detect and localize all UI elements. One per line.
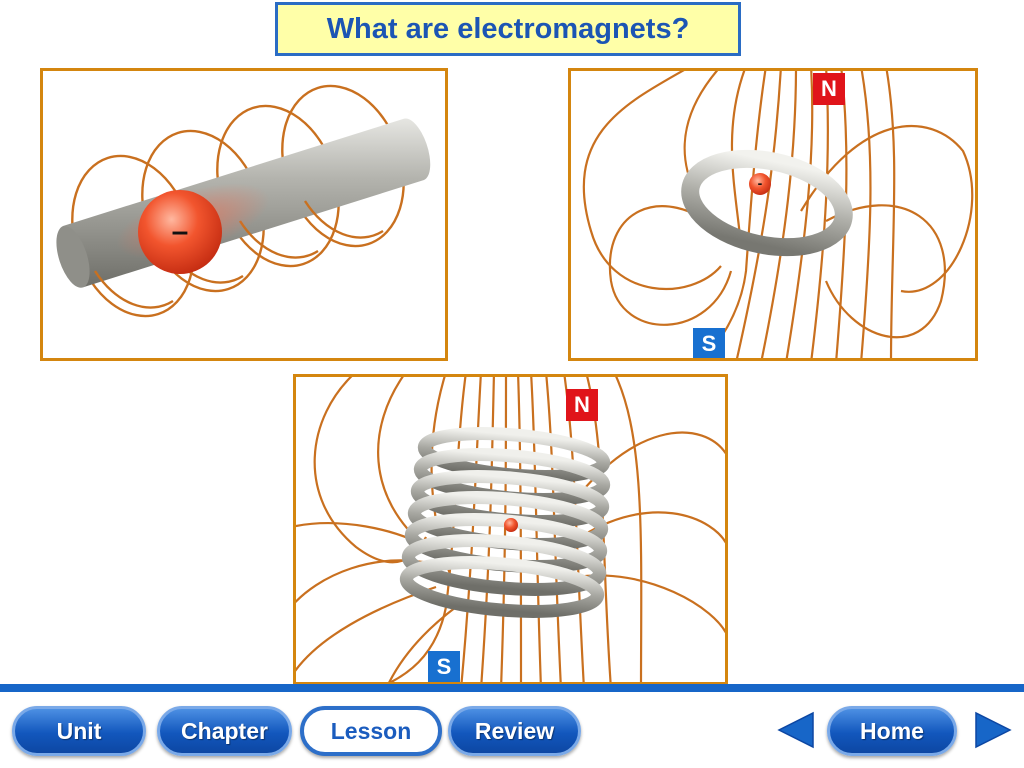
navbar-divider [0,684,1024,692]
coil-windings [399,427,611,618]
lesson-button-label: Lesson [330,717,412,744]
north-pole-label: N [566,389,598,421]
unit-button[interactable]: Unit [12,706,146,756]
south-pole-label: S [428,651,460,682]
current-loop-illustration: - N S [568,68,978,361]
loop-field-diagram: - [582,71,974,358]
left-arrow-icon[interactable] [775,709,817,751]
home-button-label: Home [860,717,924,744]
review-button[interactable]: Review [448,706,581,756]
field-lines [582,71,974,358]
field-ring-front [93,270,174,309]
electron-ball [138,190,222,274]
home-button[interactable]: Home [827,706,957,756]
unit-button-label: Unit [56,717,102,744]
south-pole-label: S [693,328,725,358]
wire-electron-illustration: – [40,68,448,361]
charge-label: – [172,215,189,248]
chapter-button[interactable]: Chapter [157,706,292,756]
page-title: What are electromagnets? [326,12,690,45]
wire-loop [681,149,853,257]
lesson-button[interactable]: Lesson [300,706,442,756]
coil-field-diagram [296,377,725,682]
charge-label: - [758,175,763,191]
north-pole-label: N [813,73,845,105]
wire-field-diagram: – [56,84,431,318]
chapter-button-label: Chapter [181,717,268,744]
coil-illustration: N S [293,374,728,685]
field-ring-front [238,220,319,259]
field-ring-front [303,200,384,239]
electron-ball [504,518,518,532]
right-arrow-icon[interactable] [972,709,1014,751]
review-button-label: Review [474,717,555,744]
page-title-box: What are electromagnets? [275,2,741,56]
electron-ball [749,173,771,195]
